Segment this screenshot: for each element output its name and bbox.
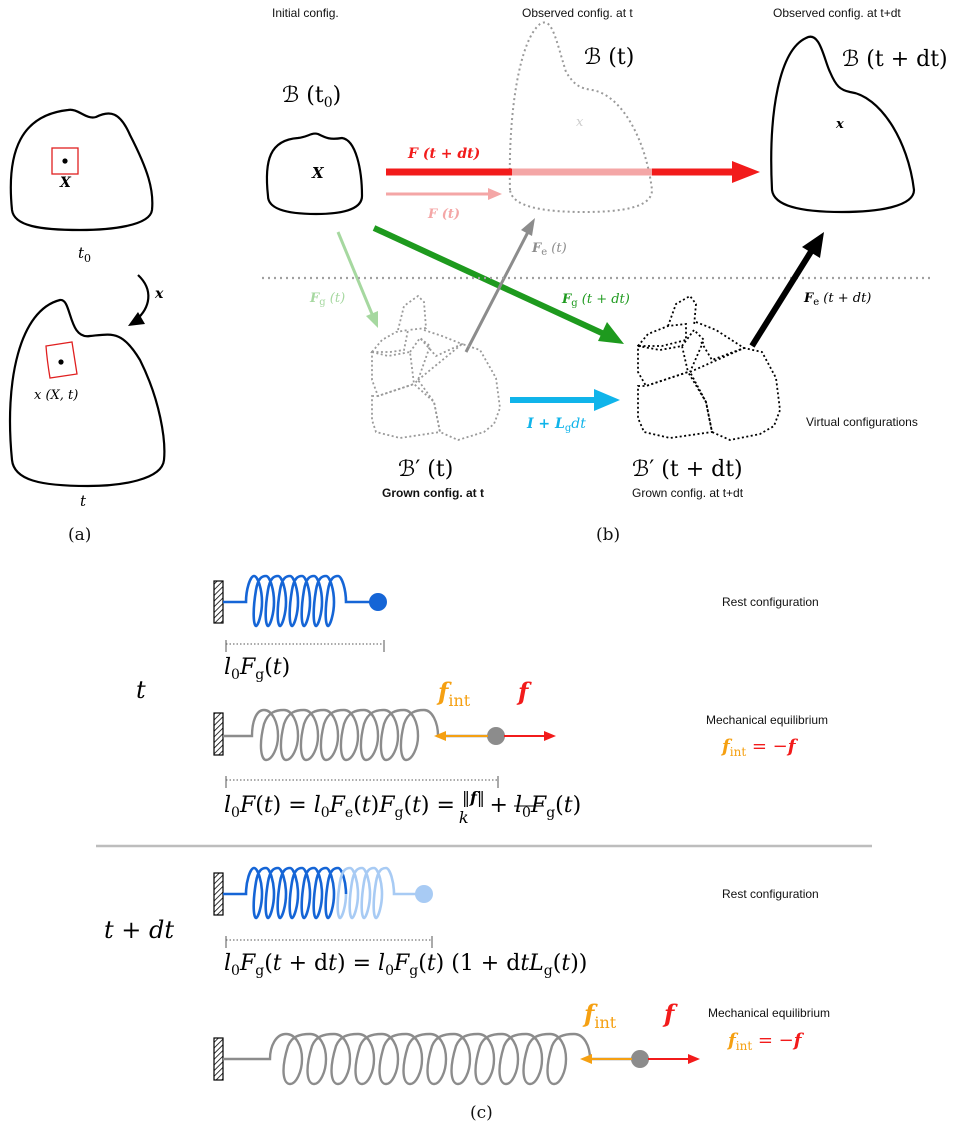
header-initial: Initial config. xyxy=(272,6,339,20)
rest-spring-2-growth xyxy=(336,866,418,920)
caption-b: (b) xyxy=(596,525,620,545)
loaded-mass-1 xyxy=(487,727,505,745)
panel-a: X t0 x x (X, t) t (a) xyxy=(8,108,166,545)
Fg-t-arrow xyxy=(336,231,374,315)
growth-increment-label: I + Lgdt xyxy=(526,416,586,434)
loaded-spring-1 xyxy=(223,708,488,762)
observed-t-point-label: x xyxy=(576,115,584,130)
mech-eq-label-2: Mechanical equilibrium xyxy=(708,1006,830,1020)
Fe-tdt-arrowhead xyxy=(802,232,824,258)
point-x-label: x (X, t) xyxy=(34,388,78,403)
grown-t-caption: Grown config. at t xyxy=(382,486,484,500)
material-element-square xyxy=(51,147,79,175)
observed-body-t xyxy=(508,21,654,214)
Fg-t-label: Fg (t) xyxy=(309,291,345,308)
time-tdt-row: t + dt xyxy=(104,916,174,944)
wall-2 xyxy=(213,712,224,756)
f-int-label-1: fint xyxy=(436,677,471,710)
length-equation-1: l0F(t) = l0Fe(t)Fg(t) = ‖f‖k + l0Fg(t) xyxy=(224,788,581,827)
loaded-mass-2 xyxy=(631,1050,649,1068)
Fg-tdt-arrowhead xyxy=(598,322,624,344)
F-tdt-label: F (t + dt) xyxy=(407,146,480,162)
grown-tdt-label: ℬ′ (t + dt) xyxy=(632,457,743,482)
wall-1 xyxy=(213,580,224,624)
rest-mass-1 xyxy=(369,593,387,611)
mech-eq-label-1: Mechanical equilibrium xyxy=(706,713,828,727)
rest-length-label-1: l0Fg(t) xyxy=(224,655,290,683)
observed-body-tdt xyxy=(770,35,916,214)
f-label-2: f xyxy=(662,999,678,1028)
grown-tdt-caption: Grown config. at t+dt xyxy=(632,486,744,500)
panel-b: Initial config. Observed config. at t Ob… xyxy=(262,6,948,545)
Fg-t-arrowhead xyxy=(366,311,378,328)
caption-c: (c) xyxy=(470,1103,493,1123)
virtual-configurations-label: Virtual configurations xyxy=(806,415,918,429)
grown-t-label: ℬ′ (t) xyxy=(398,457,453,482)
length-equation-2: l0Fg(t + dt) = l0Fg(t) (1 + dtLg(t)) xyxy=(224,951,587,979)
header-observed-tdt: Observed config. at t+dt xyxy=(773,6,901,20)
body-t-label: ℬ (t) xyxy=(584,45,634,70)
rest-spring-1 xyxy=(223,574,372,628)
material-point-dot xyxy=(62,158,68,164)
Fe-t-arrow xyxy=(464,231,530,353)
time-t-row: t xyxy=(136,676,146,704)
rest-config-label-2: Rest configuration xyxy=(722,887,819,901)
initial-body-b xyxy=(265,132,364,216)
body-tdt-label: ℬ (t + dt) xyxy=(842,47,948,72)
f-label-1: f xyxy=(516,677,532,706)
deformed-element xyxy=(45,341,78,379)
wall-4-block xyxy=(213,1037,224,1081)
spatial-point-dot xyxy=(58,359,64,365)
grown-body-t xyxy=(370,294,501,441)
equilibrium-eq-2: fint = −f xyxy=(726,1030,805,1053)
current-body-a xyxy=(8,298,166,488)
initial-point-label: X xyxy=(311,164,325,182)
f-int-arrowhead-1 xyxy=(434,731,446,741)
F-t-label: F (t) xyxy=(427,207,460,222)
caption-a: (a) xyxy=(68,525,91,545)
observed-tdt-point-label: x xyxy=(835,117,844,132)
wall-3 xyxy=(213,872,224,916)
panel-c: t t + dt Rest configuration l0Fg(t) fint… xyxy=(96,574,872,1123)
Fg-tdt-arrow xyxy=(372,225,606,337)
initial-body-a xyxy=(9,108,154,232)
motion-map-arrowhead xyxy=(128,312,145,326)
f-int-arrowhead-2 xyxy=(580,1054,592,1064)
F-tdt-arrowhead xyxy=(732,161,760,183)
f-arrowhead-2 xyxy=(688,1054,700,1064)
time-t-label: t xyxy=(80,492,87,510)
time-t0-label: t0 xyxy=(78,244,91,265)
loaded-spring-2 xyxy=(223,1032,632,1086)
Fe-t-label: Fe (t) xyxy=(531,241,567,258)
motion-map-label: x xyxy=(154,286,164,302)
Fe-tdt-label: Fe (t + dt) xyxy=(803,291,871,308)
header-observed-t: Observed config. at t xyxy=(522,6,633,20)
F-t-arrowhead xyxy=(488,188,502,200)
Fe-t-arrowhead xyxy=(521,218,535,236)
Fg-tdt-label: Fg (t + dt) xyxy=(561,292,630,309)
grown-body-tdt xyxy=(636,294,781,441)
rest-config-label-1: Rest configuration xyxy=(722,595,819,609)
point-X-label: X xyxy=(59,175,72,191)
rest-spring-2-old xyxy=(223,866,348,920)
equilibrium-eq-1: fint = −f xyxy=(720,736,799,759)
body-initial-label: ℬ (t0) xyxy=(282,83,341,111)
rest-mass-2 xyxy=(415,885,433,903)
growth-increment-arrowhead xyxy=(594,389,620,411)
f-int-label-2: fint xyxy=(582,999,617,1032)
Fe-tdt-arrow xyxy=(749,248,815,348)
f-arrowhead-1 xyxy=(544,731,556,741)
